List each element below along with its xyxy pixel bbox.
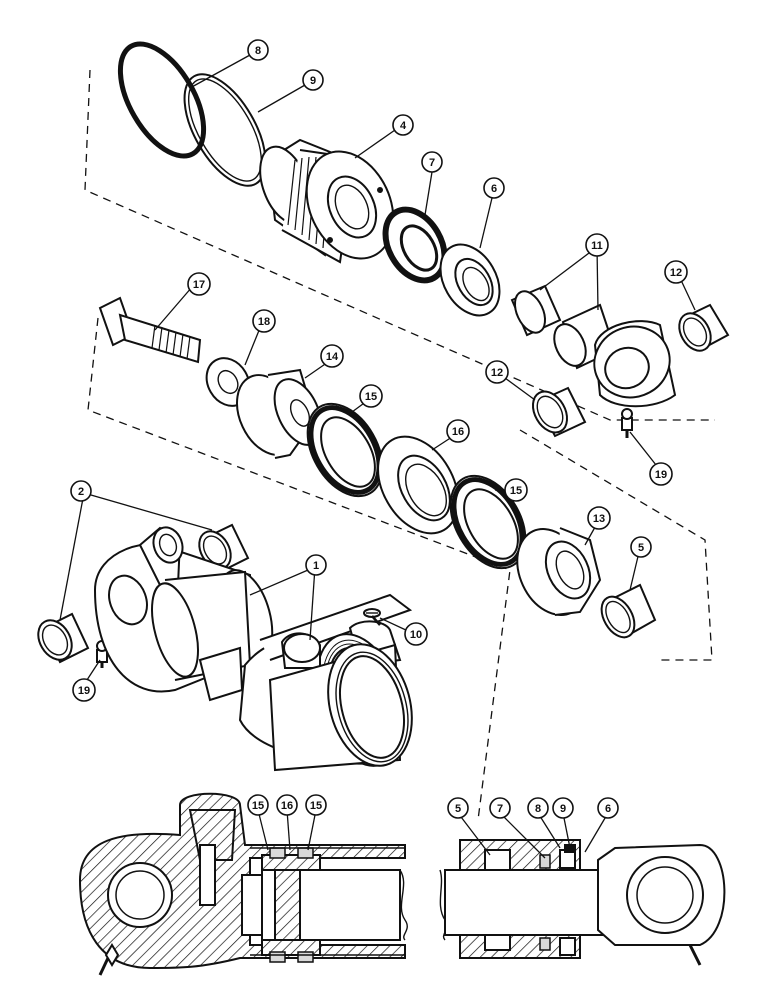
svg-text:12: 12 bbox=[491, 367, 503, 379]
svg-text:7: 7 bbox=[429, 157, 435, 169]
callout-13: 13 bbox=[587, 506, 611, 530]
callout-12-right: 12 bbox=[664, 260, 688, 284]
ring-8 bbox=[117, 41, 207, 159]
callout-5: 5 bbox=[630, 536, 652, 558]
callout-9: 9 bbox=[302, 69, 324, 91]
seal-7 bbox=[382, 206, 448, 284]
svg-text:11: 11 bbox=[591, 240, 603, 252]
section-callout-15-right: 15 bbox=[305, 794, 327, 816]
svg-text:8: 8 bbox=[535, 803, 541, 815]
bushing-12-left bbox=[531, 386, 587, 438]
svg-text:15: 15 bbox=[252, 800, 264, 812]
svg-text:18: 18 bbox=[258, 316, 270, 328]
callout-16: 16 bbox=[446, 419, 470, 443]
svg-text:6: 6 bbox=[491, 183, 497, 195]
screw-10 bbox=[363, 608, 381, 626]
head-4 bbox=[259, 138, 395, 264]
svg-text:16: 16 bbox=[452, 426, 464, 438]
piston-13 bbox=[516, 527, 602, 616]
section-callout-7: 7 bbox=[489, 797, 511, 819]
callout-7: 7 bbox=[421, 151, 443, 173]
svg-text:6: 6 bbox=[605, 803, 611, 815]
callout-1: 1 bbox=[305, 554, 327, 576]
seal-15-lower bbox=[449, 474, 527, 570]
section-callout-6: 6 bbox=[597, 797, 619, 819]
svg-text:9: 9 bbox=[310, 75, 316, 87]
rod-11 bbox=[510, 284, 677, 408]
svg-text:2: 2 bbox=[78, 486, 84, 498]
callout-8: 8 bbox=[247, 39, 269, 61]
section-callout-5: 5 bbox=[447, 797, 469, 819]
svg-text:15: 15 bbox=[510, 485, 522, 497]
bushing-12-right bbox=[678, 303, 730, 352]
section-callout-9: 9 bbox=[552, 797, 574, 819]
callout-15-upper: 15 bbox=[359, 384, 383, 408]
bushing-2-bottom bbox=[37, 612, 90, 664]
callout-15-lower: 15 bbox=[504, 478, 528, 502]
callout-19-rod: 19 bbox=[649, 462, 673, 486]
ring-9 bbox=[183, 73, 267, 187]
wiper-6 bbox=[439, 243, 501, 317]
svg-text:15: 15 bbox=[365, 391, 377, 403]
callout-11: 11 bbox=[585, 233, 609, 257]
svg-text:15: 15 bbox=[310, 800, 322, 812]
svg-text:9: 9 bbox=[560, 803, 566, 815]
svg-text:14: 14 bbox=[326, 351, 339, 363]
bolt-17 bbox=[98, 296, 202, 364]
sectional-assembly-left bbox=[78, 792, 408, 976]
svg-text:19: 19 bbox=[78, 685, 90, 697]
callout-6: 6 bbox=[483, 177, 505, 199]
callout-12-left: 12 bbox=[485, 360, 509, 384]
seal-15-upper bbox=[306, 402, 384, 498]
svg-text:16: 16 bbox=[281, 800, 293, 812]
section-callout-15-left: 15 bbox=[247, 794, 269, 816]
barrel-1-base bbox=[93, 526, 274, 702]
svg-text:1: 1 bbox=[313, 560, 319, 572]
grease-fitting-19-rod bbox=[621, 408, 633, 438]
group-outlines bbox=[84, 69, 715, 821]
bushing-2-top bbox=[198, 523, 250, 574]
svg-text:12: 12 bbox=[670, 267, 682, 279]
svg-text:19: 19 bbox=[655, 469, 667, 481]
svg-text:13: 13 bbox=[593, 513, 605, 525]
nut-5 bbox=[600, 583, 657, 639]
svg-text:17: 17 bbox=[193, 279, 205, 291]
svg-text:4: 4 bbox=[400, 120, 407, 132]
callout-14: 14 bbox=[320, 344, 344, 368]
svg-text:7: 7 bbox=[497, 803, 503, 815]
ring-16 bbox=[377, 435, 459, 535]
sectional-assembly-right bbox=[439, 839, 726, 966]
callout-4: 4 bbox=[392, 114, 414, 136]
svg-text:8: 8 bbox=[255, 45, 261, 57]
callout-19-barrel: 19 bbox=[72, 678, 96, 702]
barrel-1-tube bbox=[238, 593, 413, 772]
svg-text:10: 10 bbox=[410, 629, 422, 641]
svg-text:5: 5 bbox=[638, 542, 644, 554]
piston-14 bbox=[236, 368, 323, 459]
callout-2: 2 bbox=[70, 480, 92, 502]
section-callout-8: 8 bbox=[527, 797, 549, 819]
callout-17: 17 bbox=[187, 272, 211, 296]
callout-10: 10 bbox=[404, 622, 428, 646]
callout-18: 18 bbox=[252, 309, 276, 333]
svg-text:5: 5 bbox=[455, 803, 461, 815]
section-callout-16: 16 bbox=[276, 794, 298, 816]
callouts: 8 9 4 7 6 11 12 12 bbox=[70, 39, 688, 819]
